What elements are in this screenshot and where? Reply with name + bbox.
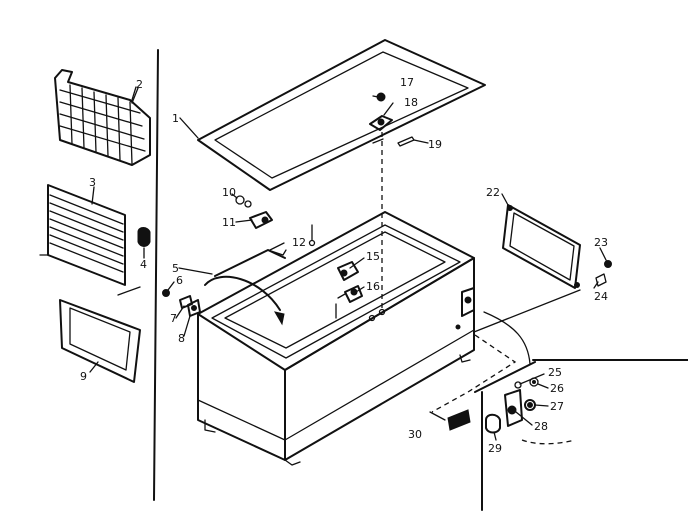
part-lid-hardware	[369, 92, 415, 310]
part-knob-4	[137, 227, 151, 247]
part-basket	[54, 69, 151, 166]
callout-24: 24	[594, 290, 608, 303]
part-interior-15-16	[335, 261, 386, 322]
callout-28: 28	[534, 420, 548, 433]
power-cord	[483, 311, 531, 365]
detail-divider-diag	[474, 361, 536, 393]
callout-17: 17	[400, 76, 414, 89]
callout-10: 10	[222, 186, 236, 199]
part-control-detail	[485, 377, 576, 445]
callout-7: 7	[170, 312, 177, 325]
callout-23: 23	[594, 236, 608, 249]
part-grille-panel	[39, 184, 141, 296]
callout-16: 16	[366, 280, 380, 293]
callout-9: 9	[80, 370, 87, 383]
callout-30: 30	[408, 428, 422, 441]
part-cable-12	[204, 249, 287, 326]
callout-6: 6	[176, 274, 183, 287]
part-hinge-10-11	[235, 195, 316, 247]
callout-leaders	[89, 86, 607, 441]
part-hardware-6-7-8	[162, 289, 201, 317]
part-frame-9	[59, 299, 141, 383]
freezer-cabinet	[197, 211, 475, 466]
callout-4: 4	[140, 258, 147, 271]
callout-8: 8	[178, 332, 185, 345]
dashed-leader-30	[431, 334, 517, 413]
leader-back-panel	[473, 289, 581, 333]
callout-15: 15	[366, 250, 380, 263]
callout-1: 1	[172, 112, 179, 125]
part-30	[429, 409, 471, 431]
left-divider-line	[153, 49, 159, 501]
callout-2: 2	[136, 78, 143, 91]
callout-26: 26	[550, 382, 564, 395]
callout-25: 25	[548, 366, 562, 379]
callout-19: 19	[428, 138, 442, 151]
callout-18: 18	[404, 96, 418, 109]
callout-12: 12	[292, 236, 306, 249]
callout-11: 11	[222, 216, 236, 229]
callout-22: 22	[486, 186, 500, 199]
callout-29: 29	[488, 442, 502, 455]
callout-3: 3	[89, 176, 96, 189]
part-back-panel-22	[502, 204, 581, 289]
part-lid-gasket	[197, 39, 486, 191]
callout-27: 27	[550, 400, 564, 413]
callout-5: 5	[172, 262, 179, 275]
